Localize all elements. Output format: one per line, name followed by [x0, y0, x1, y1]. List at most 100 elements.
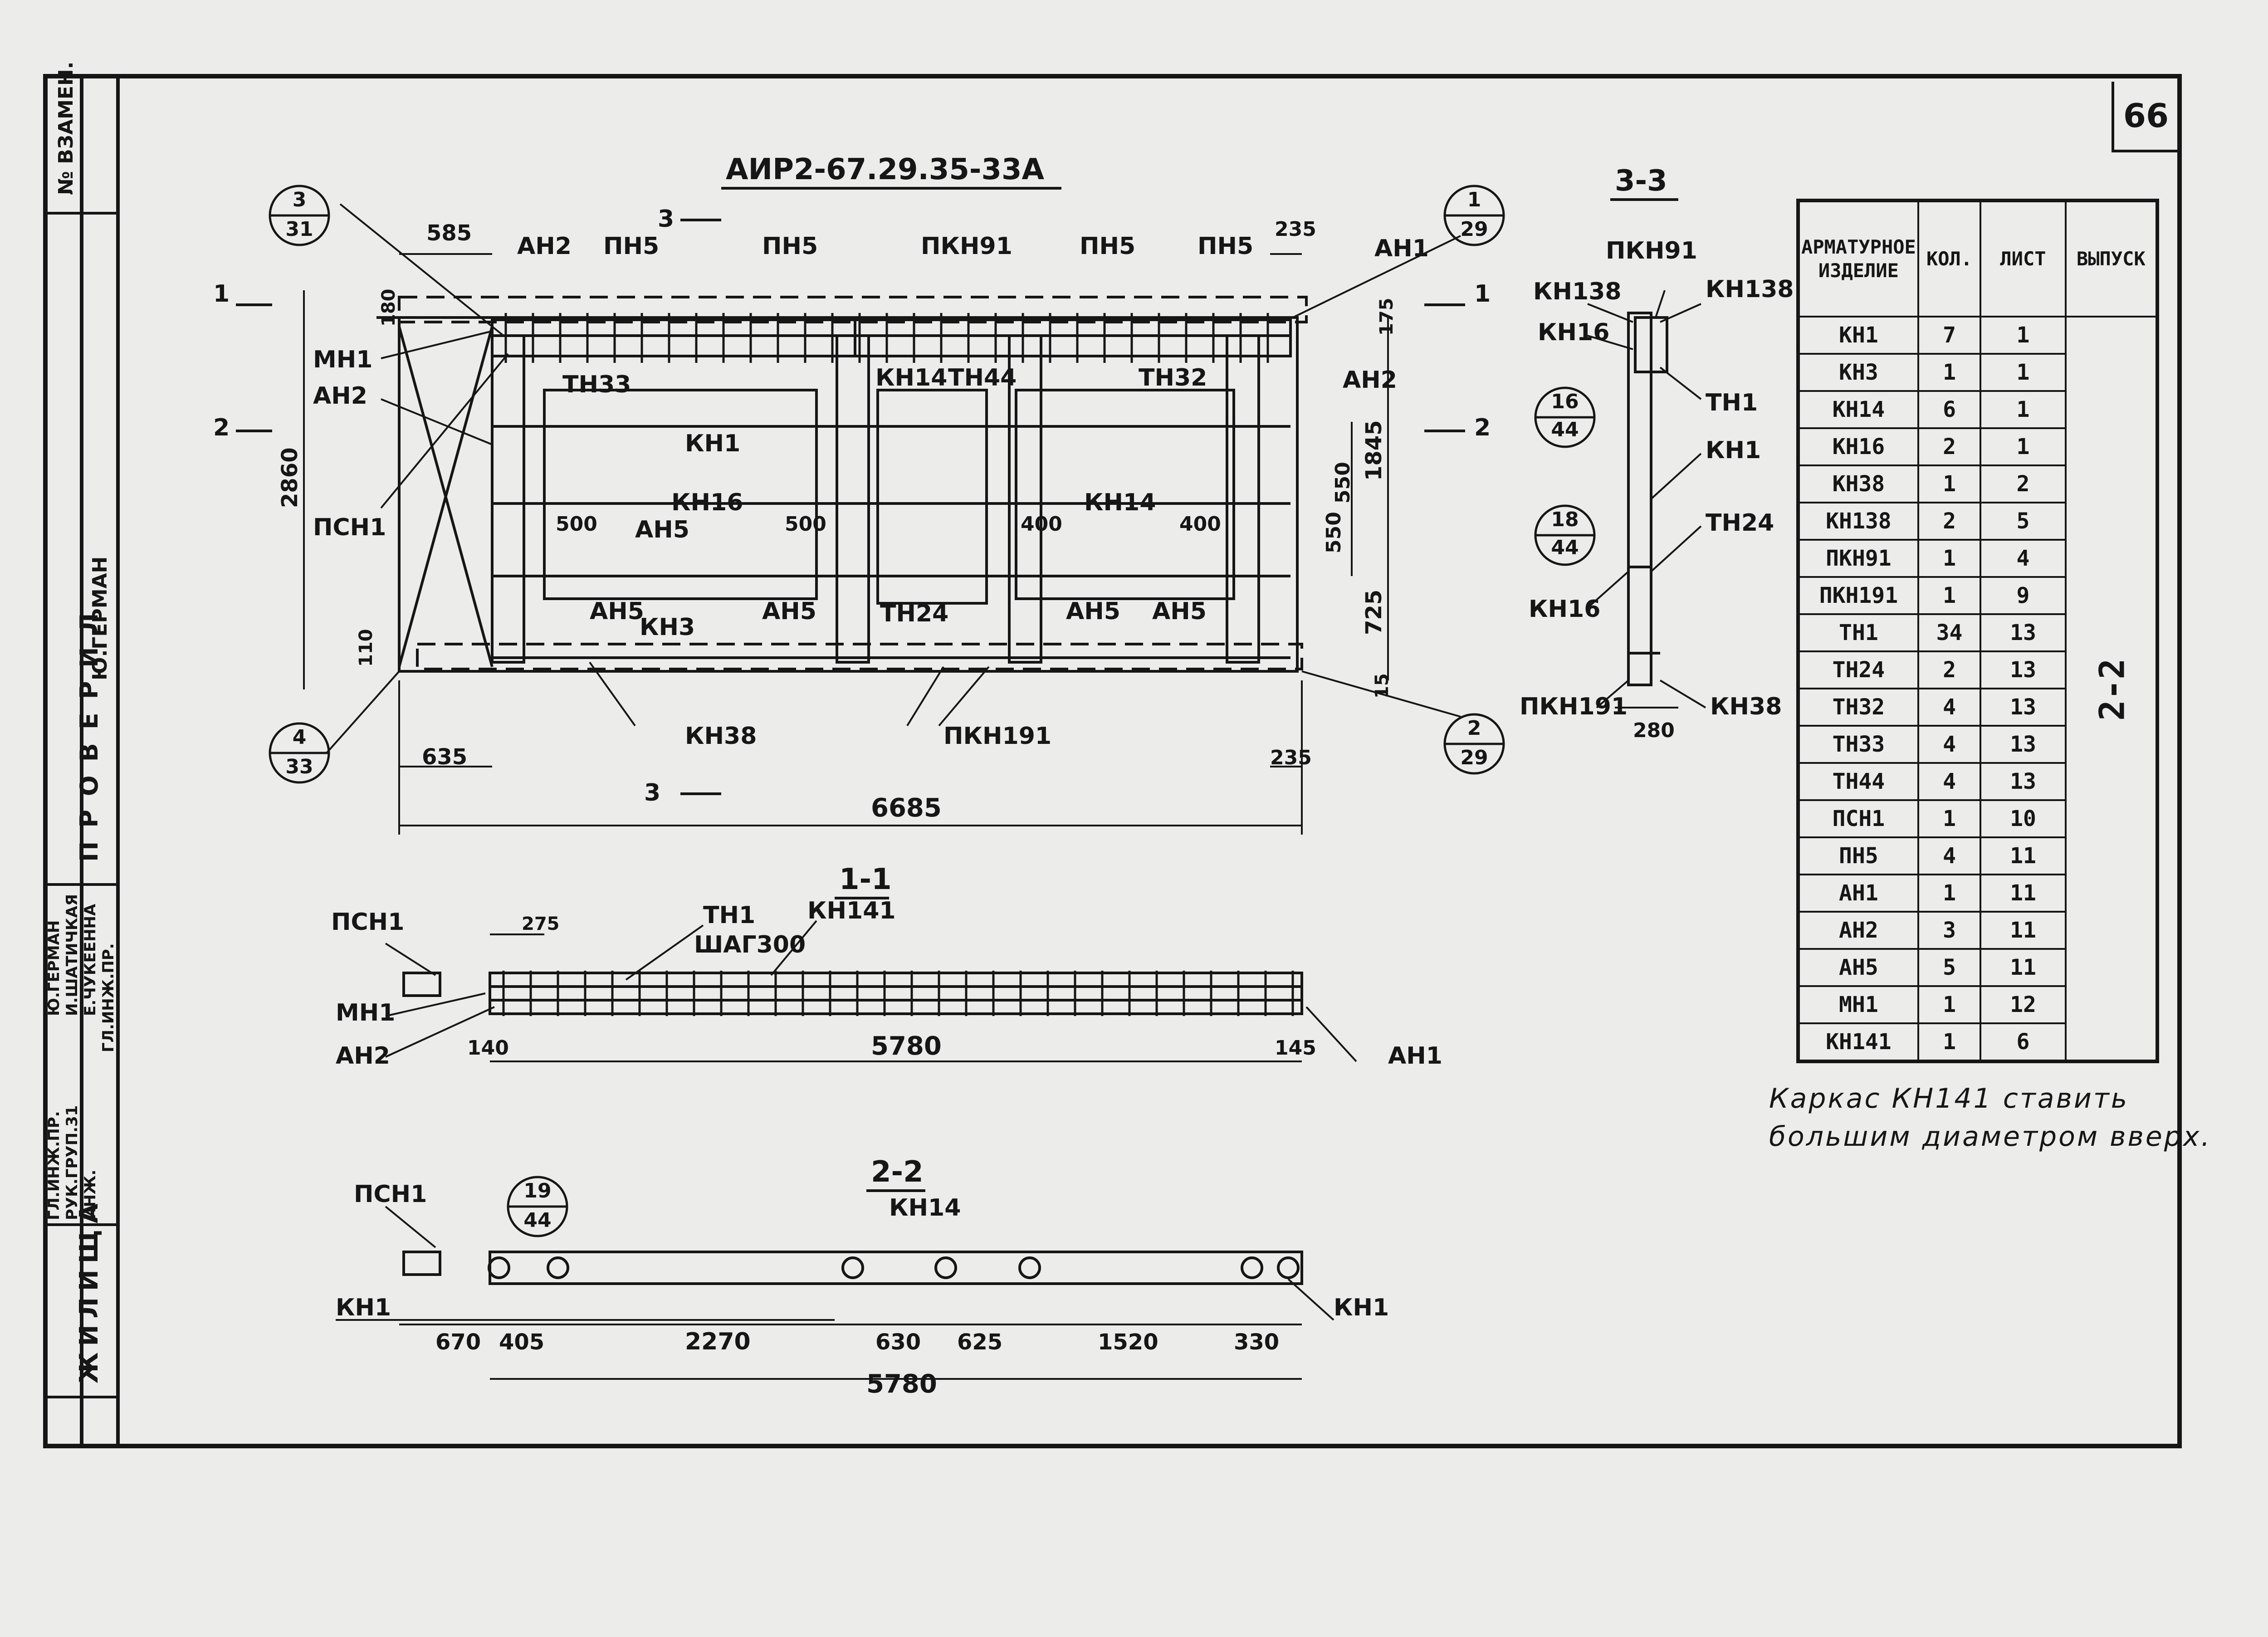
- table-cell: ТН1: [1797, 613, 1919, 652]
- part-label: КН141: [807, 897, 896, 924]
- name-2: И.ШАТИЧКАЯ: [63, 894, 81, 1016]
- table-cell: 9: [1980, 576, 2067, 615]
- table-cell: 4: [1917, 762, 1982, 801]
- table-cell: 1: [1917, 464, 1982, 503]
- part-label: АН5: [635, 516, 689, 543]
- dim-text: 1520: [1098, 1329, 1158, 1355]
- table-cell: 1: [1980, 427, 2067, 466]
- part-label: МН1: [336, 999, 395, 1026]
- table-cell: 34: [1917, 613, 1982, 652]
- part-label: ШАГ300: [694, 931, 806, 958]
- table-cell: АН5: [1797, 948, 1919, 987]
- column-header: ВЫПУСК: [2064, 200, 2159, 318]
- part-label: КН38: [685, 723, 757, 750]
- part-label: КН14: [889, 1194, 961, 1222]
- callout-bottom: 44: [1551, 536, 1579, 559]
- table-cell: ТН32: [1797, 688, 1919, 727]
- note-text: Каркас КН141 ставить большим диаметром в…: [1769, 1080, 2223, 1156]
- callout-bottom: 29: [1460, 746, 1488, 769]
- table-cell: 2: [1980, 464, 2067, 503]
- part-label: ПН5: [1080, 233, 1135, 260]
- table-cell: 10: [1980, 799, 2067, 838]
- part-label: АН1: [1388, 1042, 1442, 1070]
- part-label: КН3: [640, 614, 695, 641]
- column-header: АРМАТУРНОЕ ИЗДЕЛИЕ: [1797, 200, 1919, 318]
- part-label: КН1: [336, 1294, 391, 1321]
- callout-bottom: 44: [1551, 418, 1579, 441]
- table-cell: 6: [1980, 1022, 2067, 1062]
- part-label: КН138: [1706, 276, 1794, 303]
- part-label: ТН32: [1139, 364, 1207, 391]
- part-label: ПСН1: [331, 909, 404, 936]
- part-label: АН2: [1343, 366, 1397, 394]
- section-mark: 3: [644, 779, 660, 806]
- callout-top: 16: [1551, 390, 1579, 413]
- part-label: МН1: [313, 346, 372, 373]
- table-cell: КН16: [1797, 427, 1919, 466]
- part-label: ТН33: [562, 371, 631, 398]
- dim-text: 670: [435, 1329, 481, 1355]
- release-cell: 2-2: [2065, 317, 2157, 1061]
- part-label: ТН24: [880, 600, 948, 627]
- dim-text: 630: [875, 1329, 921, 1355]
- table-cell: КН141: [1797, 1022, 1919, 1062]
- elevation-view: [236, 203, 1465, 835]
- part-label: КН16: [671, 489, 743, 516]
- callout-top: 2: [1467, 717, 1481, 740]
- part-label: ПКН191: [943, 723, 1051, 750]
- dim-text: 500: [785, 513, 826, 536]
- part-label: ПКН191: [1520, 693, 1628, 720]
- part-label: АН5: [762, 598, 816, 625]
- callout-top: 4: [293, 726, 307, 749]
- table-cell: ТН44: [1797, 762, 1919, 801]
- part-label: КН138: [1533, 278, 1622, 305]
- table-cell: КН38: [1797, 464, 1919, 503]
- table-cell: 1: [1980, 390, 2067, 429]
- note-line: большим диаметром вверх.: [1769, 1121, 2212, 1153]
- table-cell: 5: [1980, 502, 2067, 541]
- part-label: ПКН91: [921, 233, 1012, 260]
- check-label: ПРОВЕРИЛ: [75, 600, 103, 862]
- part-label: КН38: [1710, 693, 1782, 720]
- part-label: ТН1: [703, 902, 755, 929]
- callout-top: 1: [1467, 188, 1481, 211]
- table-cell: 2: [1917, 502, 1982, 541]
- table-cell: 1: [1980, 353, 2067, 392]
- part-label: КН16: [1538, 319, 1609, 346]
- name-1: Ю.ГЕРМАН: [45, 920, 63, 1016]
- table-cell: 13: [1980, 725, 2067, 764]
- dim-text: 2270: [685, 1328, 751, 1355]
- table-cell: 11: [1980, 874, 2067, 913]
- dim-text: 550: [1322, 512, 1345, 553]
- dim-text: 400: [1179, 513, 1221, 536]
- table-cell: 11: [1980, 836, 2067, 875]
- table-cell: 2: [1917, 650, 1982, 689]
- table-cell: ТН24: [1797, 650, 1919, 689]
- role-4: ГЛ.ИНЖ.ПР.: [99, 943, 117, 1052]
- table-cell: АН2: [1797, 911, 1919, 950]
- section-mark: 3: [658, 205, 674, 233]
- table-cell: 1: [1917, 353, 1982, 392]
- dim-text: 275: [522, 914, 560, 934]
- table-cell: 5: [1917, 948, 1982, 987]
- dim-text: 400: [1021, 513, 1062, 536]
- part-label: АН5: [1152, 598, 1207, 625]
- table-cell: КН14: [1797, 390, 1919, 429]
- table-cell: 4: [1917, 836, 1982, 875]
- column-header: КОЛ.: [1917, 200, 1982, 318]
- dim-text: 1845: [1361, 420, 1387, 481]
- dim-text: 5780: [866, 1369, 937, 1399]
- part-label: АН1: [1374, 235, 1429, 262]
- dim-text: 235: [1270, 746, 1312, 769]
